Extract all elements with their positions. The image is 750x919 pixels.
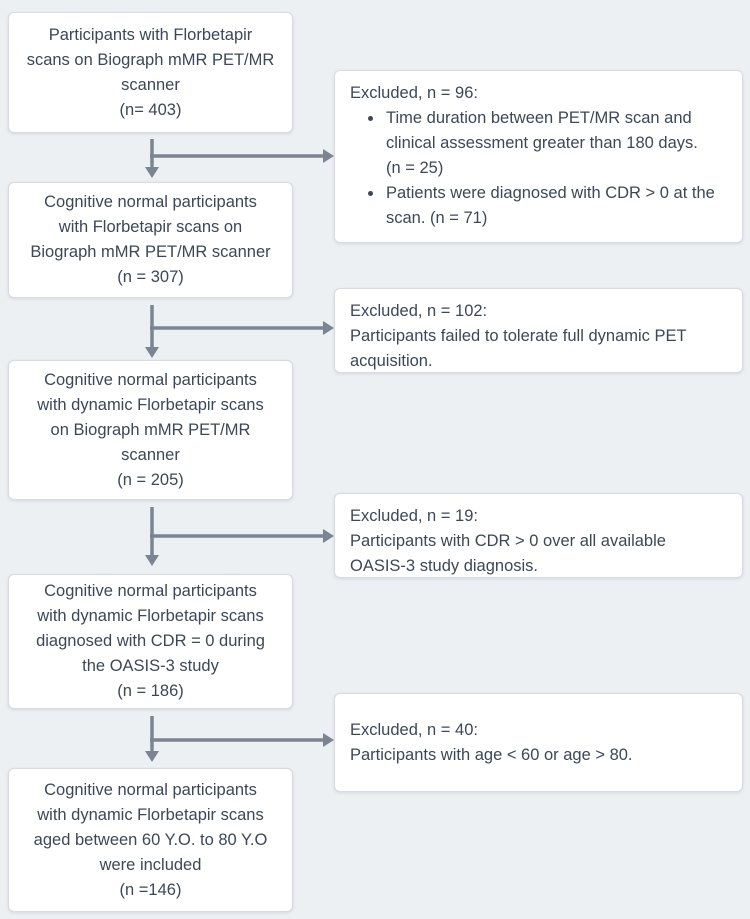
flow-step-box-2: Cognitive normal participants with Florb… bbox=[8, 182, 293, 298]
arrow-down-icon bbox=[145, 555, 159, 566]
arrow-down-icon bbox=[145, 167, 159, 178]
connector-2 bbox=[145, 305, 334, 358]
exclusion-box-1: Excluded, n = 96: Time duration between … bbox=[334, 70, 743, 243]
exclusion-title: Excluded, n = 102: bbox=[350, 302, 488, 320]
arrow-right-icon bbox=[323, 529, 334, 543]
flow-step-text: Participants with Florbetapir scans on B… bbox=[26, 25, 275, 119]
exclusion-box-3: Excluded, n = 19: Participants with CDR … bbox=[334, 493, 743, 578]
exclusion-title: Excluded, n = 19: bbox=[350, 507, 478, 525]
exclusion-box-4: Excluded, n = 40: Participants with age … bbox=[334, 693, 743, 792]
exclusion-body: Participants failed to tolerate full dyn… bbox=[350, 327, 687, 370]
flow-step-text: Cognitive normal participants with dynam… bbox=[36, 582, 265, 700]
flow-step-box-1: Participants with Florbetapir scans on B… bbox=[8, 12, 293, 133]
flow-step-text: Cognitive normal participants with dynam… bbox=[33, 780, 268, 899]
exclusion-body: Participants with age < 60 or age > 80. bbox=[350, 745, 633, 764]
connector-3 bbox=[145, 507, 334, 566]
exclusion-body: Participants with CDR > 0 over all avail… bbox=[350, 532, 666, 575]
connector-1 bbox=[145, 139, 334, 178]
flow-step-box-4: Cognitive normal participants with dynam… bbox=[8, 574, 293, 709]
exclusion-bullet-list: Time duration between PET/MR scan and cl… bbox=[350, 106, 727, 231]
exclusion-bullet-item: Time duration between PET/MR scan and cl… bbox=[384, 106, 727, 181]
flow-step-text: Cognitive normal participants with dynam… bbox=[37, 370, 264, 489]
exclusion-bullet-item: Patients were diagnosed with CDR > 0 at … bbox=[384, 181, 727, 231]
arrow-right-icon bbox=[323, 733, 334, 747]
flow-step-box-5: Cognitive normal participants with dynam… bbox=[8, 768, 293, 912]
flow-step-text: Cognitive normal participants with Florb… bbox=[30, 193, 271, 286]
arrow-right-icon bbox=[323, 149, 334, 163]
exclusion-box-2: Excluded, n = 102: Participants failed t… bbox=[334, 288, 743, 373]
arrow-down-icon bbox=[145, 347, 159, 358]
exclusion-title: Excluded, n = 40: bbox=[350, 720, 478, 739]
connector-4 bbox=[145, 716, 334, 762]
arrow-right-icon bbox=[323, 321, 334, 335]
arrow-down-icon bbox=[145, 751, 159, 762]
exclusion-title: Excluded, n = 96: bbox=[350, 84, 478, 102]
flow-step-box-3: Cognitive normal participants with dynam… bbox=[8, 360, 293, 500]
